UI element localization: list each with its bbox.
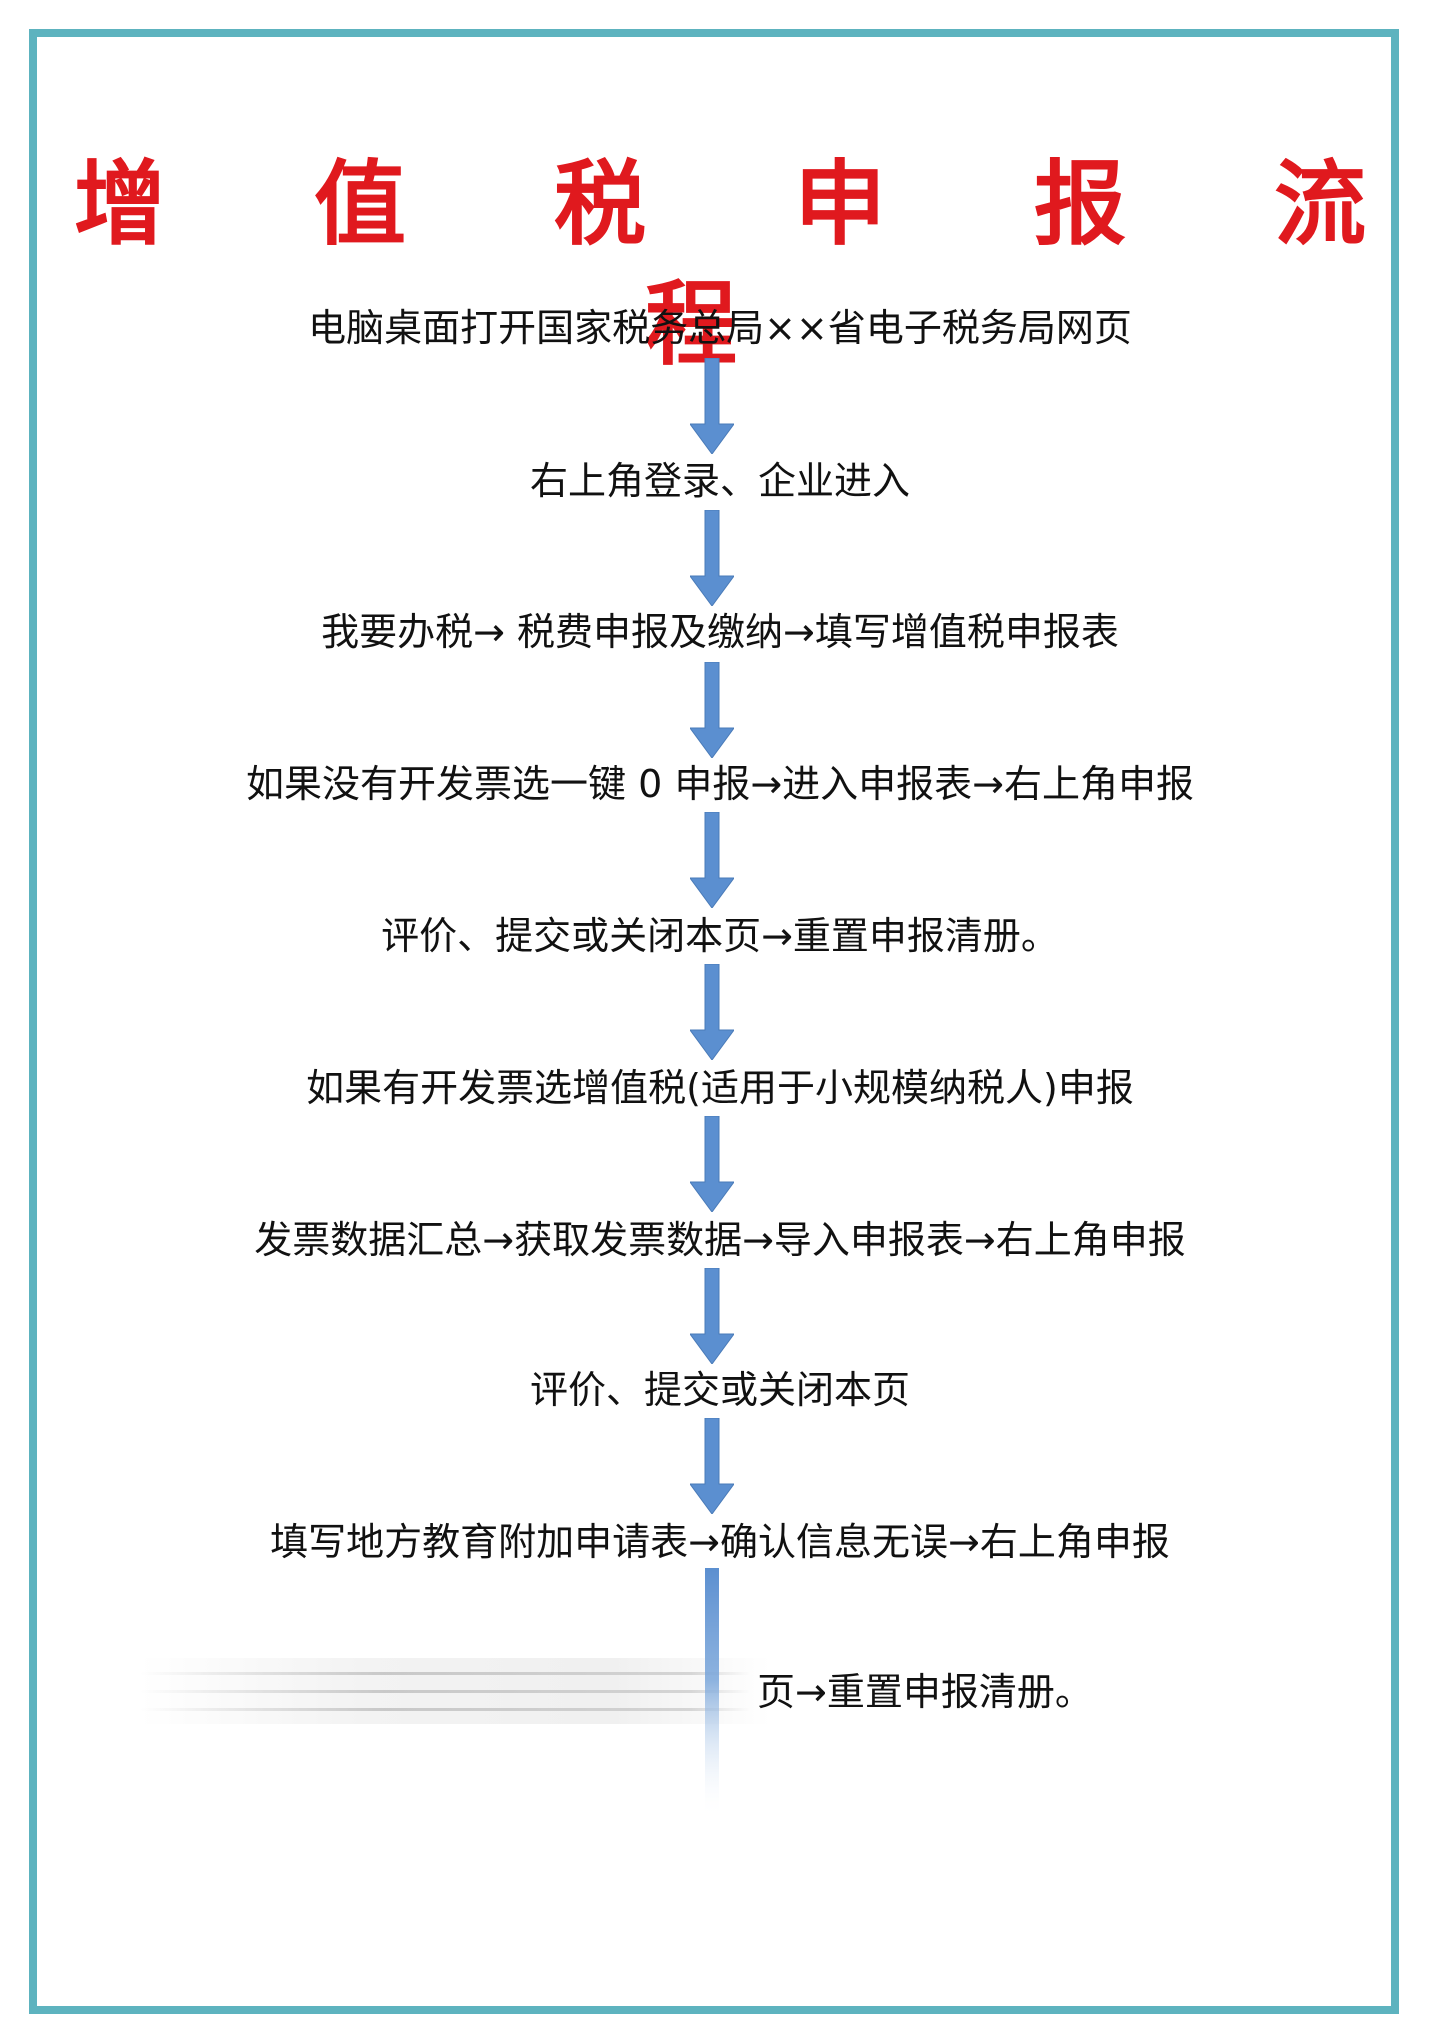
arrow-down-icon [690,662,734,758]
faded-connector-icon [690,1568,734,1818]
arrow-down-icon [690,510,734,606]
step-7: 发票数据汇总→获取发票数据→导入申报表→右上角申报 [254,1218,1186,1262]
step-1: 电脑桌面打开国家税务总局××省电子税务局网页 [308,306,1132,350]
arrow-down-icon [690,1116,734,1212]
arrow-down-icon [690,1418,734,1514]
arrow-down-icon [690,964,734,1060]
page-border [29,29,1399,2014]
smudge-line [140,1708,750,1711]
step-5: 评价、提交或关闭本页→重置申报清册。 [381,914,1059,958]
step-3: 我要办税→ 税费申报及缴纳→填写增值税申报表 [321,610,1119,654]
smudge-line [140,1690,750,1693]
step-9: 填写地方教育附加申请表→确认信息无误→右上角申报 [270,1520,1170,1564]
arrow-down-icon [690,812,734,908]
step-8: 评价、提交或关闭本页 [529,1368,910,1412]
step-10: 页→重置申报清册。 [757,1670,1093,1714]
arrow-down-icon [690,1268,734,1364]
diagram-title: 增 值 税 申 报 流 程 [73,151,1425,378]
step-2: 右上角登录、企业进入 [529,459,910,503]
smudge-line [140,1672,750,1675]
step-4: 如果没有开发票选一键 0 申报→进入申报表→右上角申报 [245,762,1195,806]
step-6: 如果有开发票选增值税(适用于小规模纳税人)申报 [306,1066,1134,1110]
arrow-down-icon [690,358,734,454]
